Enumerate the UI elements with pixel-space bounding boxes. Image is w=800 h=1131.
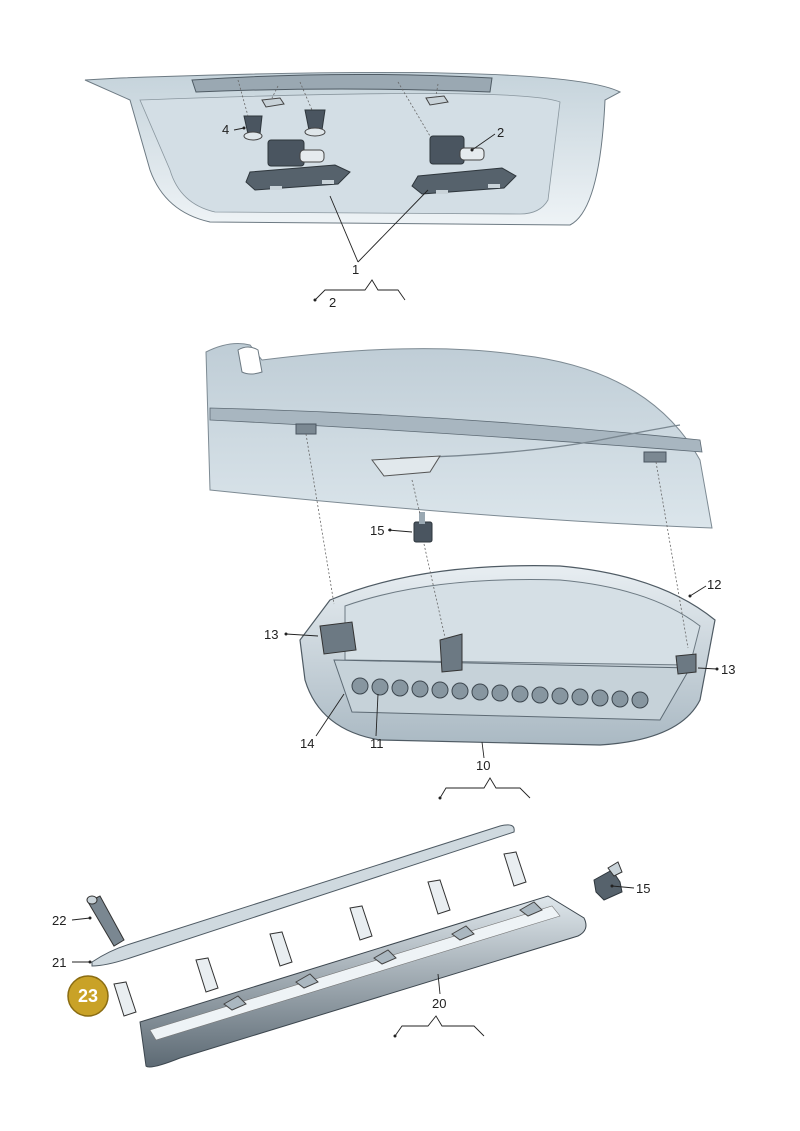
mount-slot-right [643, 451, 667, 463]
handle-trim-strip [191, 73, 493, 93]
bulb-holder-left [243, 115, 263, 141]
clip-left [261, 97, 285, 108]
seal-strip-21 [91, 824, 515, 967]
spoiler-mount-hole [237, 346, 263, 375]
callout-2: 2 [497, 125, 504, 140]
callout-15-mid: 15 [370, 523, 384, 538]
callout-4: 4 [222, 122, 229, 137]
callout-15-bottom: 15 [636, 881, 650, 896]
brake-light-housing [299, 565, 716, 746]
spoiler-cable [399, 424, 681, 459]
bulb-holder-center [304, 109, 326, 137]
callout-10: 10 [476, 758, 490, 773]
top-trunk-lid-group: 1 2 4 2 [84, 71, 622, 310]
mount-slot-left [295, 423, 317, 435]
licence-plate-light-left [245, 139, 351, 191]
callout-badge-23[interactable]: 23 [67, 975, 109, 1017]
connector-15 [413, 512, 433, 543]
licence-plate-light-right [411, 135, 517, 195]
connector-15-bottom [593, 861, 623, 901]
bottom-light-strip-group: 22 21 15 20 23 [52, 824, 650, 1068]
badge-label: 23 [78, 986, 98, 1006]
callout-21: 21 [52, 955, 66, 970]
callout-20: 20 [432, 996, 446, 1011]
spring-clips-row [113, 851, 527, 1017]
callout-22: 22 [52, 913, 66, 928]
callout-12: 12 [707, 577, 721, 592]
trunk-lid-inner-recess [139, 93, 561, 215]
callout-2-ref: 2 [329, 295, 336, 310]
callout-1: 1 [352, 262, 359, 277]
callout-13-left: 13 [264, 627, 278, 642]
spoiler-body-panel [205, 343, 713, 529]
badge-circle [67, 975, 109, 1017]
spoiler-edge-lip [209, 407, 703, 453]
spoiler-cable-clip [371, 455, 441, 477]
led-row [351, 677, 649, 709]
callout-11: 11 [370, 736, 384, 751]
callout-14: 14 [300, 736, 314, 751]
callout-13-right: 13 [721, 662, 735, 677]
bulb-holder-22 [86, 895, 125, 947]
strip-mount-tabs [223, 901, 543, 1011]
clip-right [425, 95, 449, 106]
middle-spoiler-group: 15 13 12 13 14 11 10 [205, 343, 735, 800]
